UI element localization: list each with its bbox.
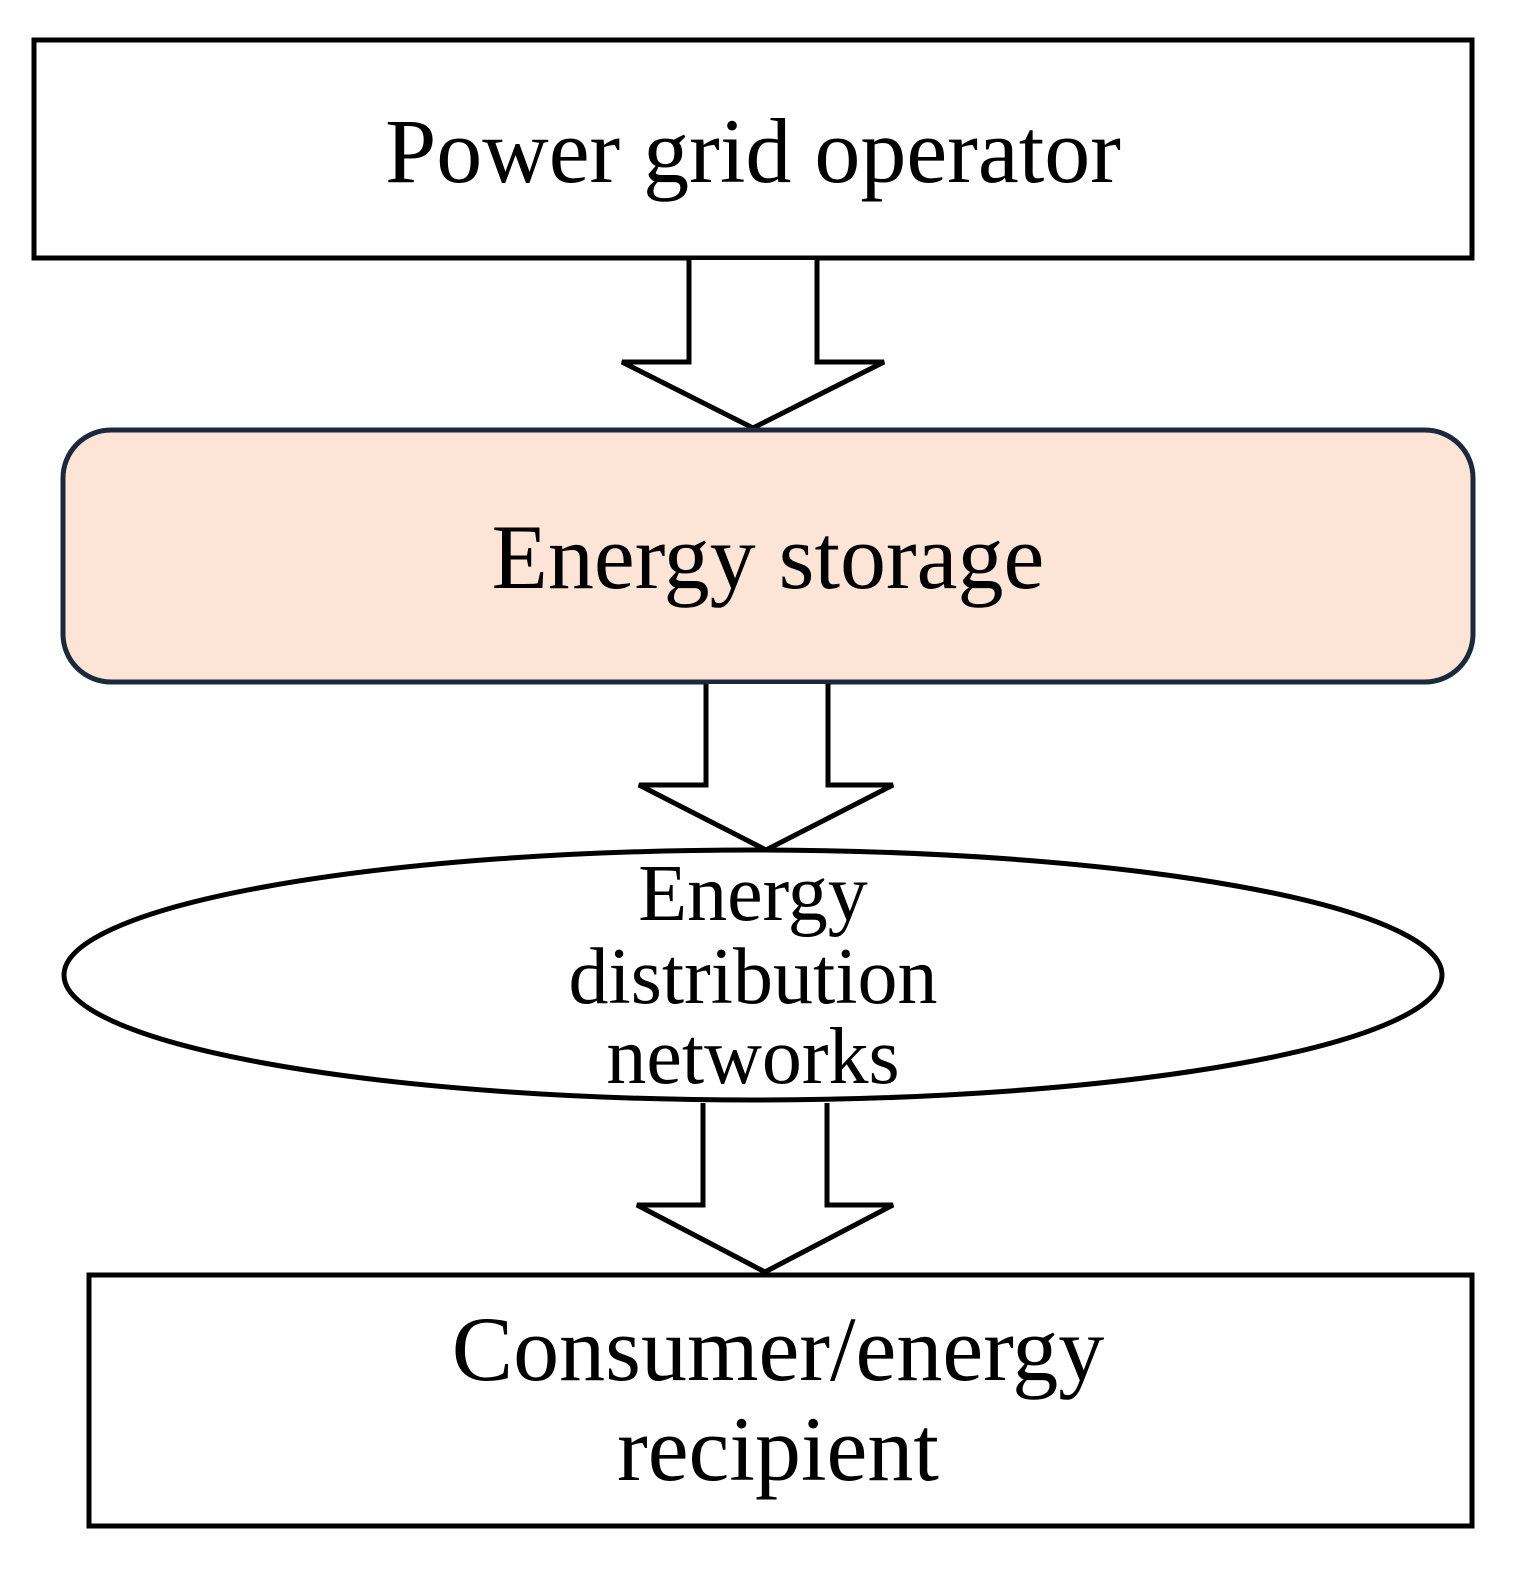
distribution-label-line3: networks xyxy=(606,1013,899,1101)
grid-operator-node: Power grid operator xyxy=(31,37,1475,261)
grid-operator-label: Power grid operator xyxy=(385,100,1121,202)
arrow-down-3 xyxy=(635,1103,895,1275)
grid-operator-box xyxy=(31,37,1475,261)
consumer-label-line1: Consumer/energy xyxy=(452,1298,1104,1400)
distribution-ellipse xyxy=(61,847,1445,1103)
consumer-box xyxy=(86,1272,1475,1529)
energy-storage-box xyxy=(60,427,1476,685)
energy-storage-node: Energy storage xyxy=(60,427,1476,685)
consumer-label-line2: recipient xyxy=(617,1398,939,1500)
arrow-down-2 xyxy=(637,684,895,853)
distribution-node: Energy distribution networks xyxy=(61,847,1445,1103)
arrow-down-1 xyxy=(620,260,886,431)
distribution-label-line1: Energy xyxy=(638,850,868,938)
distribution-label-line2: distribution xyxy=(569,933,938,1021)
consumer-node: Consumer/energy recipient xyxy=(86,1272,1475,1529)
energy-storage-label: Energy storage xyxy=(492,506,1045,608)
